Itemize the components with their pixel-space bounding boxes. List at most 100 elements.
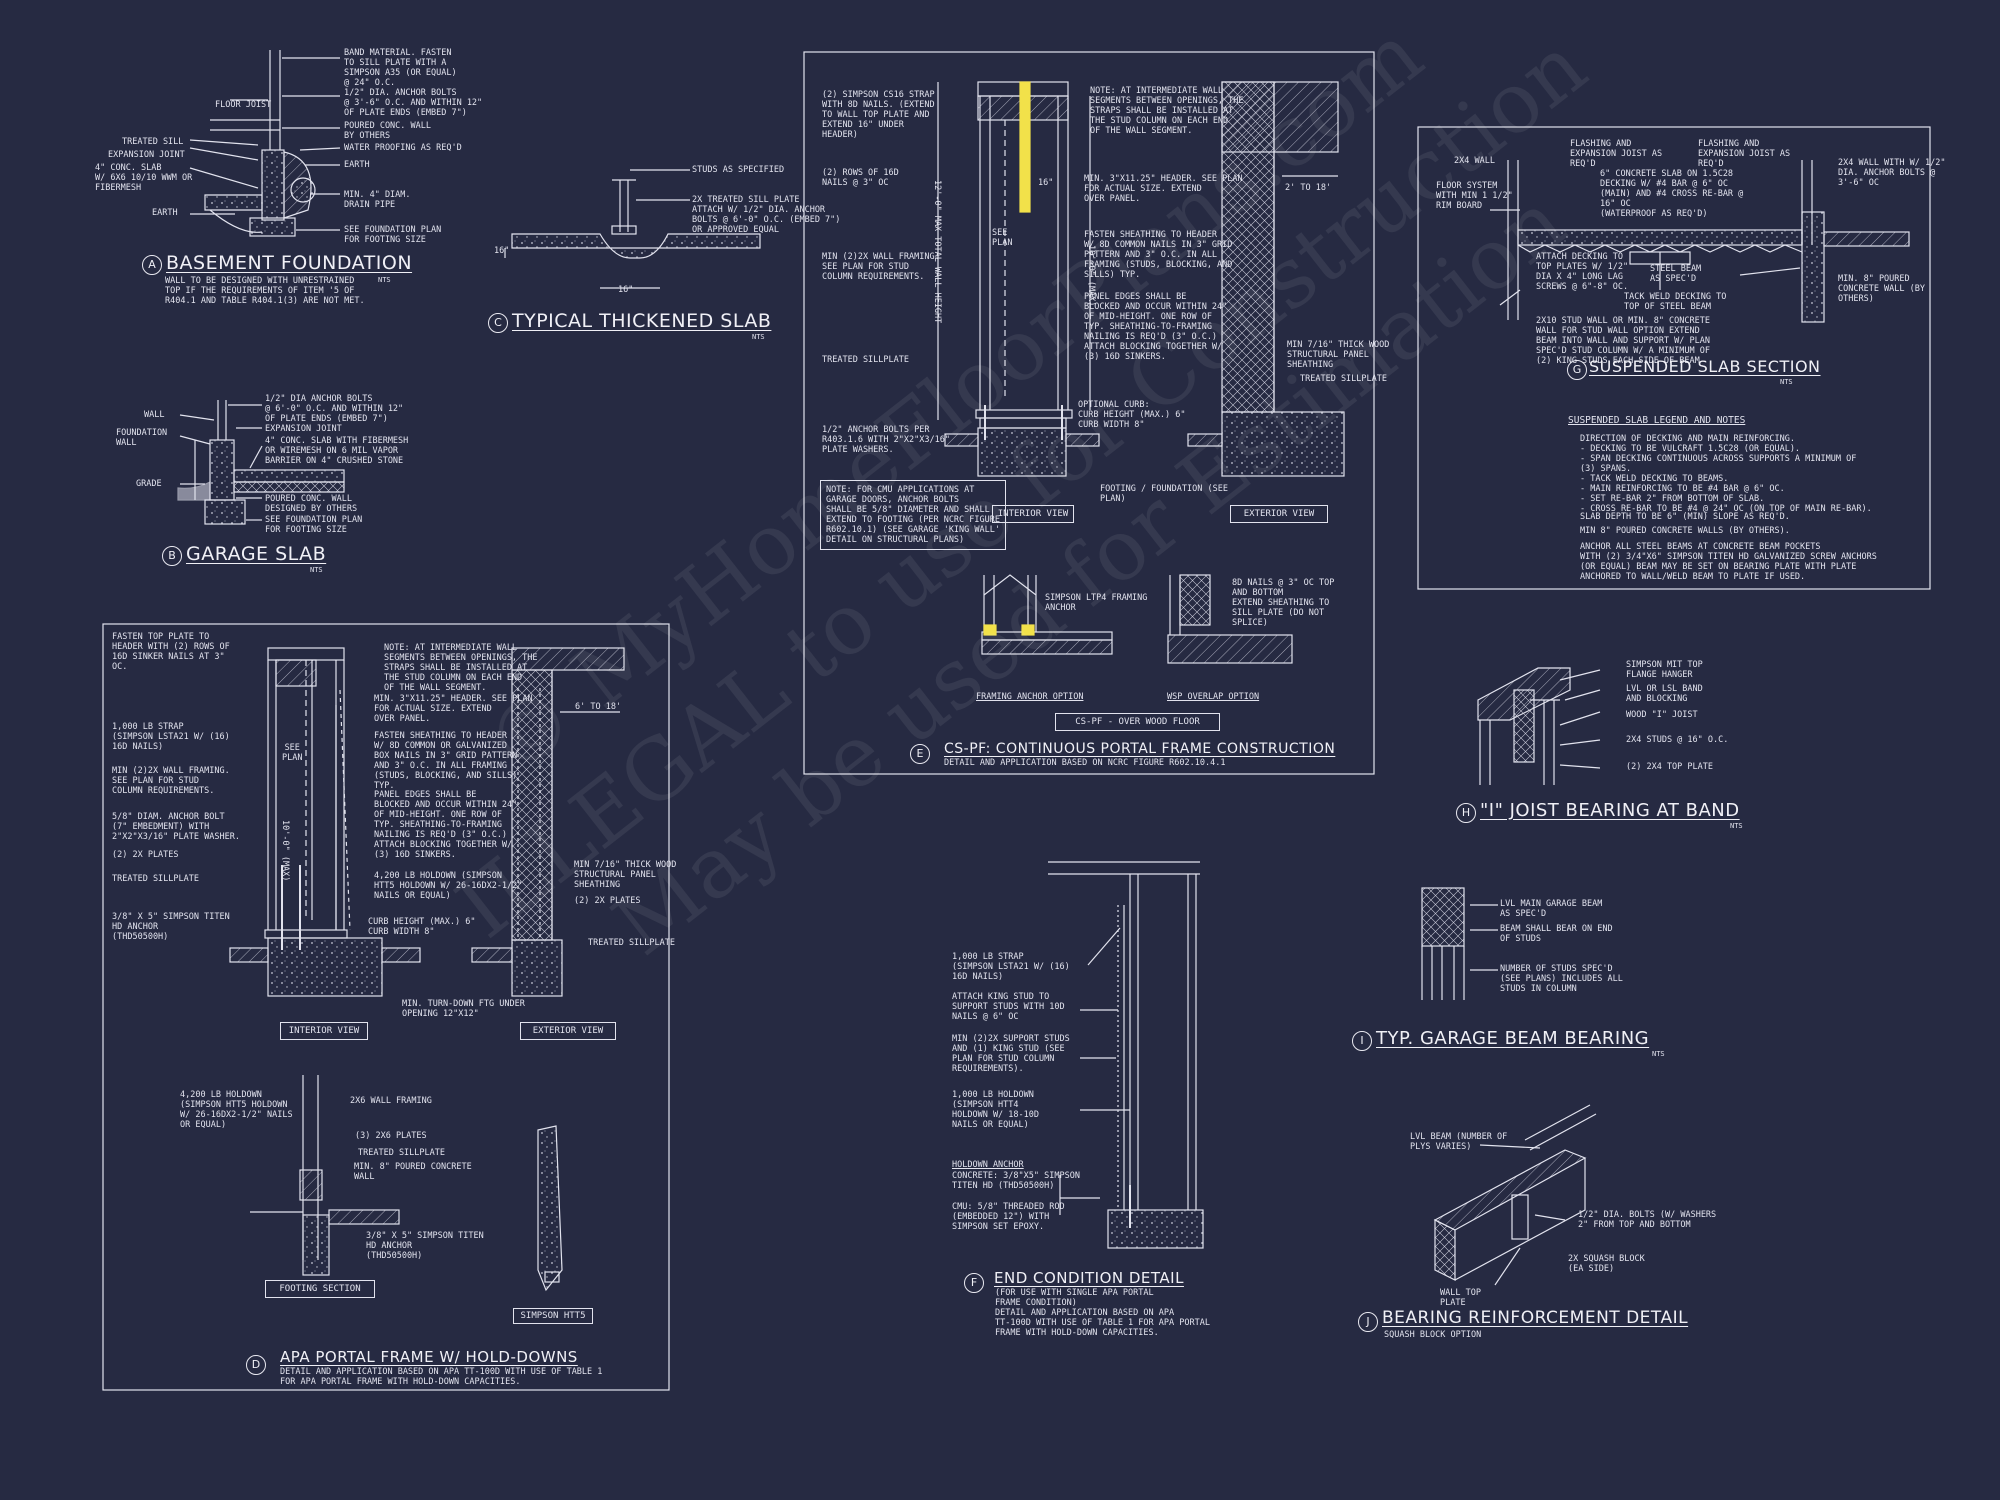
detail-e-height-2: 10'-0" (MAX) xyxy=(1086,245,1096,307)
detail-a-earth: EARTH xyxy=(152,208,178,218)
detail-d-title: APA PORTAL FRAME W/ HOLD-DOWNS xyxy=(280,1348,578,1366)
detail-i-nts: NTS xyxy=(1652,1050,1665,1058)
detail-f-note-5: CONCRETE: 3/8"x5" SIMPSON TITEN HD (THD5… xyxy=(952,1171,1080,1191)
detail-f-note-6: CMU: 5/8" THREADED ROD (EMBEDDED 12") WI… xyxy=(952,1202,1065,1232)
detail-d-left-4: 5/8" DIAM. ANCHOR BOLT (7" EMBEDMENT) WI… xyxy=(112,812,240,842)
detail-a-slab: 4" CONC. SLAB W/ 6x6 10/10 WWM OR FIBERM… xyxy=(95,163,193,193)
detail-c-dim-depth: 16" xyxy=(494,246,510,256)
detail-a-note-waterproof: WATER PROOFING AS REQ'D xyxy=(344,143,462,153)
detail-j-title: BEARING REINFORCEMENT DETAIL xyxy=(1382,1308,1689,1328)
detail-h-note-3: WOOD "I" JOIST xyxy=(1626,710,1698,720)
detail-d-mid-6: CURB HEIGHT (MAX.) 6" CURB WIDTH 8" xyxy=(368,917,476,937)
detail-f-note-1: 1,000 LB STRAP (SIMPSON LSTA21 W/ (16) 1… xyxy=(952,952,1070,982)
detail-i-note-2: BEAM SHALL BEAR ON END OF STUDS xyxy=(1500,924,1613,944)
detail-h-drawing xyxy=(1477,667,1601,785)
detail-g-note-4: 6" CONCRETE SLAB ON 1.5C28 DECKING W/ #4… xyxy=(1600,169,1744,219)
detail-e-anchor-2: 8d NAILS @ 3" OC TOP AND BOTTOM xyxy=(1232,578,1335,598)
detail-d-right-2: MIN 7/16" THICK WOOD STRUCTURAL PANEL SH… xyxy=(574,860,677,890)
detail-a-nts: NTS xyxy=(378,276,391,284)
detail-a-drawing xyxy=(189,50,341,237)
detail-f-drawing xyxy=(1048,861,1204,1249)
detail-b-note-slab: 4" CONC. SLAB WITH FIBERMESH OR WIREMESH… xyxy=(265,436,409,466)
detail-j-note-1: LVL BEAM (NUMBER OF PLYS VARIES) xyxy=(1410,1132,1508,1152)
detail-d-fs-1: 4,200 LB HOLDOWN (SIMPSON HTT5 HOLDOWN W… xyxy=(180,1090,293,1130)
detail-j-note-2: 1/2" DIA. BOLTS (W/ WASHERS 2" FROM TOP … xyxy=(1578,1210,1717,1230)
detail-a-note-footing: SEE FOUNDATION PLAN FOR FOOTING SIZE xyxy=(344,225,442,245)
detail-b-note-expansion: EXPANSION JOINT xyxy=(265,424,342,434)
detail-e-left-1: (2) SIMPSON CS16 STRAP WITH 8d NAILS. (E… xyxy=(822,90,935,140)
detail-g-legend-2: SLAB DEPTH TO BE 6" (MIN) SLOPE AS REQ'D… xyxy=(1580,512,1790,522)
detail-g-tag: G xyxy=(1567,360,1587,380)
detail-e-drawing xyxy=(937,81,1345,664)
detail-g-note-1: 2x4 WALL xyxy=(1454,156,1495,166)
detail-g-legend-4: ANCHOR ALL STEEL BEAMS AT CONCRETE BEAM … xyxy=(1580,542,1877,582)
detail-d-mid-4: PANEL EDGES SHALL BE BLOCKED AND OCCUR W… xyxy=(374,790,518,860)
detail-e-title: CS-PF: CONTINUOUS PORTAL FRAME CONSTRUCT… xyxy=(944,741,1336,757)
detail-b-foundation-wall: FOUNDATION WALL xyxy=(116,428,168,448)
detail-d-fs-6: 3/8" x 5" SIMPSON TITEN HD ANCHOR (THD50… xyxy=(366,1231,484,1261)
detail-i-title: TYP. GARAGE BEAM BEARING xyxy=(1376,1028,1650,1049)
detail-d-mid-5: 4,200 LB HOLDOWN (SIMPSON HTT5 HOLDOWN W… xyxy=(374,871,523,901)
detail-e-right-3: TREATED SILLPLATE xyxy=(1300,374,1387,384)
detail-j-drawing xyxy=(1433,1104,1597,1286)
detail-a-floor-joist: FLOOR JOIST xyxy=(215,100,272,110)
detail-a-note-band: BAND MATERIAL. FASTEN TO SILL PLATE WITH… xyxy=(344,48,457,88)
detail-g-legend-title: SUSPENDED SLAB LEGEND AND NOTES xyxy=(1568,415,1746,426)
detail-d-subtitle: DETAIL AND APPLICATION BASED ON APA TT-1… xyxy=(280,1367,603,1387)
detail-d-left-5: (2) 2x PLATES xyxy=(112,850,179,860)
detail-d-right-1: 6' TO 18' xyxy=(575,702,622,712)
detail-i-note-3: NUMBER OF STUDS SPEC'D (SEE PLANS) INCLU… xyxy=(1500,964,1623,994)
detail-j-tag: J xyxy=(1358,1312,1378,1332)
detail-e-note-box: NOTE: FOR CMU APPLICATIONS AT GARAGE DOO… xyxy=(820,480,1006,550)
detail-a-subtitle: WALL TO BE DESIGNED WITH UNRESTRAINED TO… xyxy=(165,276,365,306)
detail-d-left-7: 3/8" x 5" SIMPSON TITEN HD ANCHOR (THD50… xyxy=(112,912,230,942)
detail-h-note-2: LVL OR LSL BAND AND BLOCKING xyxy=(1626,684,1703,704)
detail-g-note-5: FLASHING AND EXPANSION JOIST AS REQ'D xyxy=(1698,139,1791,169)
detail-d-fs-2: 2x6 WALL FRAMING xyxy=(350,1096,432,1106)
detail-g-note-6: 2x4 WALL WITH W/ 1/2" DIA. ANCHOR BOLTS … xyxy=(1838,158,1946,188)
detail-f-note-4: 1,000 LB HOLDOWN (SIMPSON HTT4 HOLDOWN W… xyxy=(952,1090,1039,1130)
detail-e-left-3: MIN (2)2X WALL FRAMING. SEE PLAN FOR STU… xyxy=(822,252,940,282)
detail-h-note-4: 2x4 STUDS @ 16" O.C. xyxy=(1626,735,1729,745)
detail-g-note-2: FLOOR SYSTEM WITH MIN 1 1/2" RIM BOARD xyxy=(1436,181,1513,211)
detail-d-footing-section: FOOTING SECTION xyxy=(265,1280,375,1298)
detail-e-mid-3: FASTEN SHEATHING TO HEADER W/ 8d COMMON … xyxy=(1084,230,1233,280)
detail-e-anchor-3: EXTEND SHEATHING TO SILL PLATE (DO NOT S… xyxy=(1232,598,1330,628)
detail-g-note-10: MIN. 8" POURED CONCRETE WALL (BY OTHERS) xyxy=(1838,274,1925,304)
detail-d-mid-3: FASTEN SHEATHING TO HEADER W/ 8d COMMON … xyxy=(374,731,518,791)
detail-g-note-9: TACK WELD DECKING TO TOP OF STEEL BEAM xyxy=(1624,292,1727,312)
detail-d-tag: D xyxy=(246,1355,266,1375)
detail-g-legend-1: DIRECTION OF DECKING AND MAIN REINFORCIN… xyxy=(1580,434,1872,514)
detail-e-right-1: 2' TO 18' xyxy=(1285,183,1332,193)
detail-d-left-3: MIN (2)2X WALL FRAMING. SEE PLAN FOR STU… xyxy=(112,766,230,796)
detail-g-note-7: ATTACH DECKING TO TOP PLATES W/ 1/2" DIA… xyxy=(1536,252,1629,292)
detail-a-title: BASEMENT FOUNDATION xyxy=(166,252,413,274)
detail-e-interior-view: INTERIOR VIEW xyxy=(992,505,1074,523)
detail-b-drawing xyxy=(177,400,345,525)
detail-a-treated-sill: TREATED SILL xyxy=(122,137,184,147)
detail-h-tag: H xyxy=(1456,803,1476,823)
detail-e-left-4: TREATED SILLPLATE xyxy=(822,355,909,365)
detail-e-mid-2: MIN. 3"x11.25" HEADER. SEE PLAN FOR ACTU… xyxy=(1084,174,1243,204)
detail-c-title: TYPICAL THICKENED SLAB xyxy=(512,310,772,332)
detail-b-wall: WALL xyxy=(144,410,165,420)
detail-a-note-anchor: 1/2" DIA. ANCHOR BOLTS @ 3'-6" O.C. AND … xyxy=(344,88,483,118)
detail-e-subtitle: DETAIL AND APPLICATION BASED ON NCRC FIG… xyxy=(944,758,1226,768)
detail-e-left-5: 1/2" ANCHOR BOLTS PER R403.1.6 WITH 2"x2… xyxy=(822,425,950,455)
detail-f-subtitle: (FOR USE WITH SINGLE APA PORTAL FRAME CO… xyxy=(995,1288,1210,1338)
detail-h-note-5: (2) 2x4 TOP PLATE xyxy=(1626,762,1713,772)
detail-d-drawing xyxy=(229,647,625,1292)
detail-b-grade: GRADE xyxy=(136,479,162,489)
detail-f-title: END CONDITION DETAIL xyxy=(994,1269,1184,1287)
detail-d-see-plan: SEE PLAN xyxy=(282,743,303,763)
detail-e-exterior-view: EXTERIOR VIEW xyxy=(1230,505,1328,523)
detail-c-nts: NTS xyxy=(752,333,765,341)
detail-f-note-3: MIN (2)2X SUPPORT STUDS AND (1) KING STU… xyxy=(952,1034,1070,1074)
detail-e-height-1: 12'-0" MAX TOTAL WALL HEIGHT xyxy=(932,180,942,324)
detail-d-fs-4: TREATED SILLPLATE xyxy=(358,1148,445,1158)
detail-e-see-plan: SEE PLAN xyxy=(992,228,1013,248)
detail-e-mid-5: OPTIONAL CURB: CURB HEIGHT (MAX.) 6" CUR… xyxy=(1078,400,1186,430)
detail-g-note-3: FLASHING AND EXPANSION JOIST AS REQ'D xyxy=(1570,139,1663,169)
detail-g-nts: NTS xyxy=(1780,378,1793,386)
detail-e-option-2: WSP OVERLAP OPTION xyxy=(1167,692,1260,702)
